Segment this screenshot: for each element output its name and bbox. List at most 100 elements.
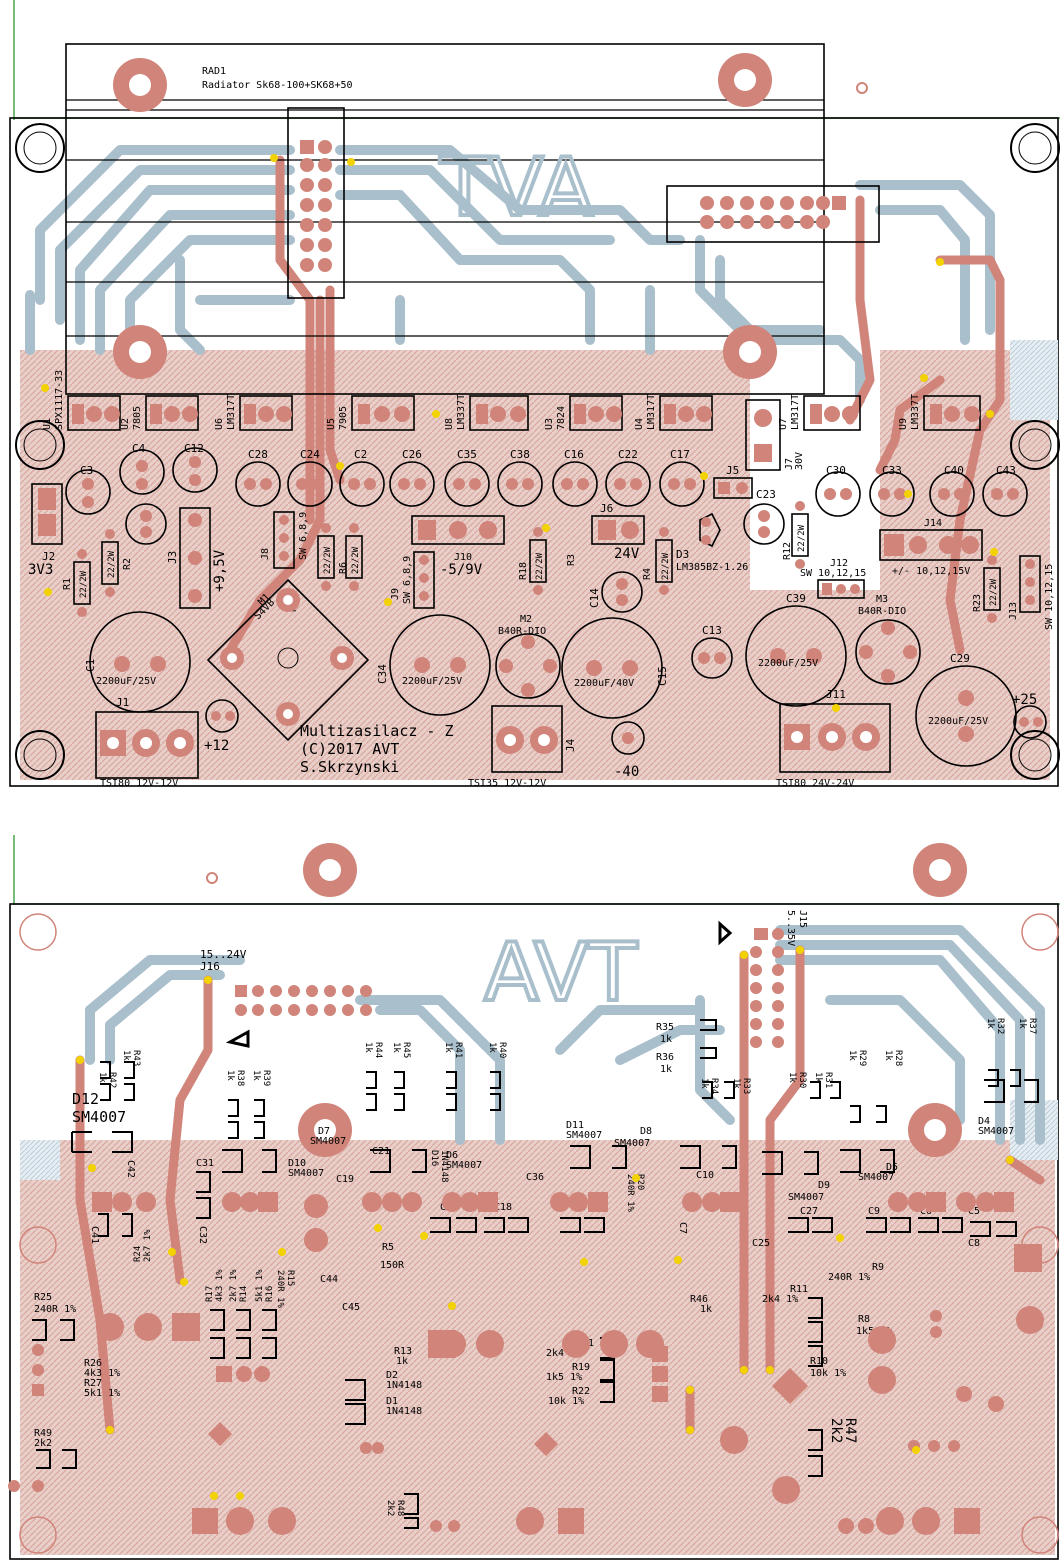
- svg-text:R3: R3: [566, 554, 577, 566]
- mounting-hole: [113, 58, 167, 112]
- svg-text:C10: C10: [696, 1170, 714, 1181]
- svg-text:R34: R34: [709, 1078, 719, 1094]
- top-board: RAD1 Radiator Sk68-100+SK68+50 TVA: [9, 0, 1060, 789]
- svg-text:R18: R18: [518, 562, 529, 580]
- mounting-hole: [908, 1103, 962, 1157]
- regulator-u2: U2 7805: [120, 395, 199, 431]
- svg-text:C44: C44: [320, 1274, 338, 1285]
- svg-text:2k2: 2k2: [34, 1438, 52, 1449]
- svg-text:C34: C34: [376, 664, 389, 684]
- corner-hole: [1010, 123, 1060, 173]
- svg-text:22/2W: 22/2W: [351, 546, 361, 574]
- svg-text:C14: C14: [588, 588, 601, 608]
- svg-text:R22: R22: [572, 1386, 590, 1397]
- svg-text:C19: C19: [336, 1174, 354, 1185]
- svg-text:1k: 1k: [700, 1304, 712, 1315]
- svg-text:1k: 1k: [396, 1356, 408, 1367]
- mounting-hole: [718, 53, 772, 107]
- svg-text:U8: U8: [444, 418, 455, 430]
- svg-text:D10: D10: [288, 1158, 306, 1169]
- svg-text:R36: R36: [656, 1052, 674, 1063]
- svg-text:U1: U1: [42, 418, 53, 430]
- svg-text:C27: C27: [800, 1206, 818, 1217]
- svg-text:C24: C24: [300, 448, 320, 461]
- svg-text:S.Skrzynski: S.Skrzynski: [300, 758, 399, 776]
- svg-text:C16: C16: [564, 448, 584, 461]
- svg-text:150R: 150R: [380, 1260, 405, 1271]
- svg-text:22/2W: 22/2W: [79, 570, 89, 598]
- svg-text:2200uF/40V: 2200uF/40V: [574, 678, 634, 689]
- regulator-u1: U1 SPX1117-33: [42, 370, 121, 431]
- svg-text:R14: R14: [239, 1286, 249, 1302]
- svg-text:J3: J3: [166, 551, 179, 564]
- svg-text:SW 10,12,15: SW 10,12,15: [800, 568, 866, 579]
- svg-text:SM4007: SM4007: [72, 1108, 126, 1126]
- svg-text:C3: C3: [80, 464, 93, 477]
- svg-text:C36: C36: [526, 1172, 544, 1183]
- svg-text:1k: 1k: [847, 1050, 857, 1061]
- jumper-j13: J13 SW 10,12,15: [1008, 555, 1055, 630]
- svg-text:R15: R15: [285, 1270, 295, 1286]
- svg-text:C38: C38: [510, 448, 530, 461]
- voltage-label: -40: [614, 764, 639, 780]
- svg-text:1k: 1k: [985, 1018, 995, 1029]
- bottom-board: AVT 15..24V J16: [8, 835, 1060, 1560]
- svg-text:R38: R38: [235, 1070, 245, 1086]
- svg-text:J2: J2: [42, 550, 55, 563]
- svg-text:(C)2017 AVT: (C)2017 AVT: [300, 740, 399, 758]
- svg-text:M3: M3: [876, 594, 888, 605]
- svg-text:C12: C12: [184, 442, 204, 455]
- svg-text:1k: 1k: [121, 1050, 131, 1061]
- regulator-u8: U8 LM337T: [444, 394, 529, 431]
- svg-text:U6: U6: [214, 418, 225, 430]
- header-j16: 15..24V J16: [200, 948, 372, 1048]
- svg-text:C45: C45: [342, 1302, 360, 1313]
- svg-text:J4: J4: [564, 738, 577, 752]
- svg-text:1N4148: 1N4148: [439, 1150, 449, 1183]
- svg-text:C17: C17: [670, 448, 690, 461]
- svg-text:R12: R12: [782, 542, 793, 560]
- svg-text:22/2W: 22/2W: [323, 546, 333, 574]
- smd-caps: [32, 1171, 1017, 1529]
- svg-text:SM4007: SM4007: [978, 1126, 1014, 1137]
- svg-text:R1: R1: [62, 578, 73, 590]
- svg-text:U3: U3: [544, 418, 555, 430]
- svg-text:D11: D11: [566, 1120, 584, 1131]
- svg-text:7805: 7805: [132, 406, 143, 430]
- svg-text:C31: C31: [196, 1158, 214, 1169]
- header-right: [700, 196, 846, 229]
- svg-text:1k: 1k: [251, 1070, 261, 1081]
- svg-text:R45: R45: [401, 1042, 411, 1058]
- svg-text:C35: C35: [457, 448, 477, 461]
- svg-text:+/- 10,12,15V: +/- 10,12,15V: [892, 566, 970, 577]
- regulator-u7: U7 LM317T: [778, 394, 861, 431]
- svg-text:2k2: 2k2: [385, 1500, 395, 1516]
- svg-text:SW 10,12,15: SW 10,12,15: [1044, 564, 1055, 630]
- svg-text:C26: C26: [402, 448, 422, 461]
- svg-text:R10: R10: [810, 1356, 828, 1367]
- svg-text:22/2W: 22/2W: [661, 552, 671, 580]
- svg-text:22/2W: 22/2W: [107, 550, 117, 578]
- svg-text:1k: 1k: [443, 1042, 453, 1053]
- svg-text:D2: D2: [386, 1370, 398, 1381]
- svg-text:R35: R35: [656, 1022, 674, 1033]
- svg-text:1k: 1k: [391, 1042, 401, 1053]
- vias: [76, 946, 1014, 1500]
- svg-text:C21: C21: [372, 1146, 390, 1157]
- svg-text:J14: J14: [924, 518, 942, 529]
- svg-text:R20: R20: [635, 1174, 645, 1190]
- svg-text:R31: R31: [823, 1072, 833, 1088]
- svg-text:J13: J13: [1008, 602, 1019, 620]
- svg-text:-5/9V: -5/9V: [440, 562, 483, 578]
- svg-text:U5: U5: [326, 418, 337, 430]
- svg-text:1k: 1k: [731, 1078, 741, 1089]
- jumper-j14: J14 +/- 10,12,15V: [879, 518, 983, 577]
- th-pads: [8, 1192, 1044, 1535]
- corner-hole: [15, 730, 65, 780]
- svg-text:D16: D16: [429, 1150, 439, 1166]
- svg-text:LM317T: LM317T: [790, 394, 801, 430]
- mounting-hole: [298, 1103, 352, 1157]
- vias: [41, 154, 998, 712]
- svg-text:LM317T: LM317T: [646, 394, 657, 430]
